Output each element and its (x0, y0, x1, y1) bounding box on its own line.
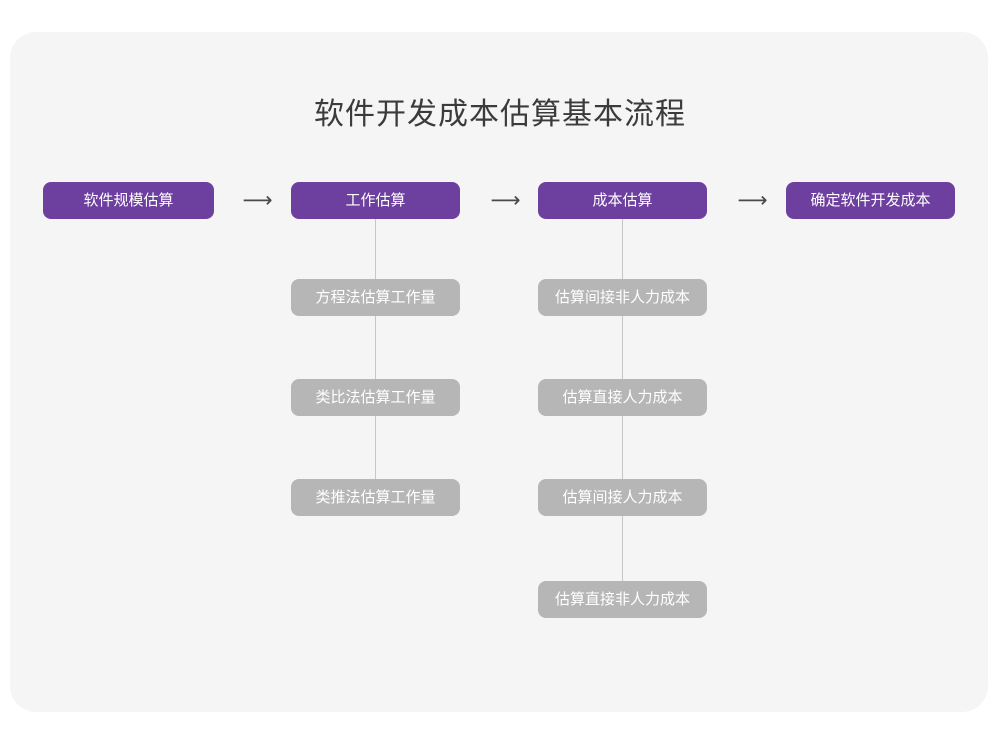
stage-node-cost-estimation[interactable]: 成本估算 (538, 182, 707, 219)
substep-node-direct-labor-cost[interactable]: 估算直接人力成本 (538, 379, 707, 416)
substep-node-indirect-labor-cost[interactable]: 估算间接人力成本 (538, 479, 707, 516)
stage-node-effort-estimation[interactable]: 工作估算 (291, 182, 460, 219)
connector-line-effort-column (374, 219, 376, 497)
page-title: 软件开发成本估算基本流程 (314, 98, 686, 131)
stage-node-determine-development-cost[interactable]: 确定软件开发成本 (786, 182, 955, 219)
arrow-right-icon-1: ⟶ (242, 189, 273, 212)
substep-node-equation-method-effort[interactable]: 方程法估算工作量 (291, 279, 460, 316)
arrow-right-icon-2: ⟶ (490, 189, 521, 212)
diagram-card-background (10, 32, 988, 712)
stage-node-software-scale-estimation[interactable]: 软件规模估算 (43, 182, 214, 219)
substep-node-direct-nonlabor-cost[interactable]: 估算直接非人力成本 (538, 581, 707, 618)
arrow-right-icon-3: ⟶ (737, 189, 768, 212)
substep-node-analogy-method-effort[interactable]: 类比法估算工作量 (291, 379, 460, 416)
substep-node-analogue-method-effort[interactable]: 类推法估算工作量 (291, 479, 460, 516)
substep-node-indirect-nonlabor-cost[interactable]: 估算间接非人力成本 (538, 279, 707, 316)
